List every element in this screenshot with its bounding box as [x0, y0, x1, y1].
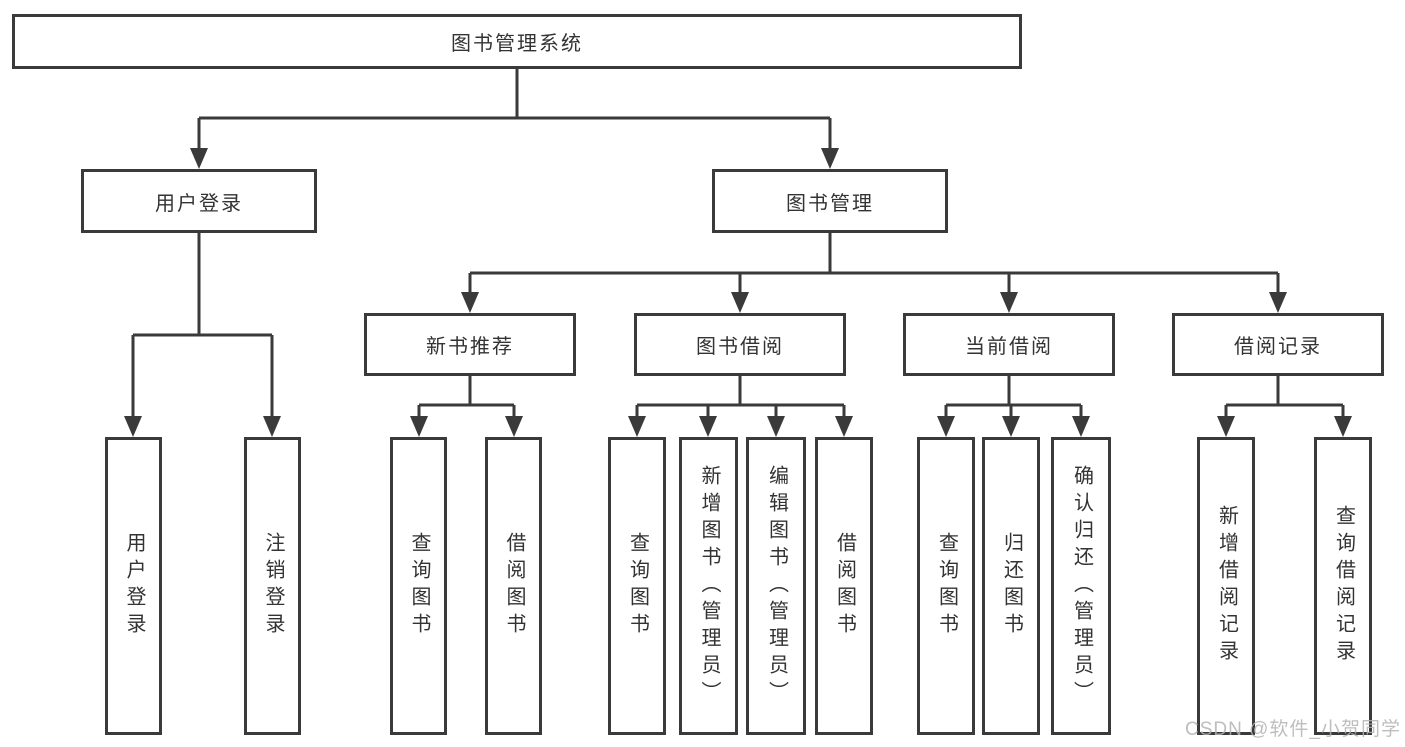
node-query-books-3: 查询图书 — [917, 437, 975, 735]
node-label: 注销登录 — [262, 532, 284, 640]
node-label: 查询借阅记录 — [1332, 505, 1355, 667]
node-label: 图书管理系统 — [451, 33, 583, 55]
node-label: 查询图书 — [935, 532, 958, 640]
csdn-watermark: CSDN @软件_小贺同学 — [1185, 719, 1401, 740]
node-book-borrowing: 图书借阅 — [634, 313, 846, 376]
node-query-borrow-record: 查询借阅记录 — [1314, 437, 1372, 735]
node-label: 用户登录 — [123, 532, 145, 640]
node-label: 借阅记录 — [1234, 336, 1322, 358]
node-label: 归还图书 — [1000, 532, 1023, 640]
node-return-books: 归还图书 — [982, 437, 1040, 735]
node-label: 查询图书 — [626, 532, 649, 640]
node-add-books-admin: 新增图书（管理员） — [679, 437, 738, 735]
node-label: 编辑图书（管理员） — [765, 464, 788, 708]
node-label: 图书管理 — [786, 192, 874, 215]
node-label: 图书借阅 — [696, 336, 784, 358]
node-label: 确认归还（管理员） — [1070, 464, 1093, 708]
node-label: 新书推荐 — [426, 336, 514, 358]
node-label: 用户登录 — [155, 192, 243, 215]
node-label: 当前借阅 — [965, 336, 1053, 358]
node-book-management: 图书管理 — [712, 169, 948, 233]
arrowheads — [124, 148, 1352, 437]
node-label: 新增图书（管理员） — [698, 464, 720, 708]
node-new-book-recommendation: 新书推荐 — [364, 313, 576, 376]
node-library-management-system: 图书管理系统 — [12, 14, 1022, 69]
node-edit-books-admin: 编辑图书（管理员） — [746, 437, 806, 735]
node-query-books-1: 查询图书 — [390, 437, 447, 735]
node-borrow-books-2: 借阅图书 — [815, 437, 873, 735]
node-logout: 注销登录 — [244, 437, 301, 735]
node-confirm-return-admin: 确认归还（管理员） — [1051, 437, 1111, 735]
node-label: 借阅图书 — [503, 532, 525, 640]
node-user-login: 用户登录 — [105, 437, 162, 735]
node-query-books-2: 查询图书 — [608, 437, 666, 735]
node-current-borrowing: 当前借阅 — [903, 313, 1115, 376]
node-user-login-group: 用户登录 — [81, 169, 317, 233]
node-borrowing-records: 借阅记录 — [1172, 313, 1384, 376]
node-borrow-books-1: 借阅图书 — [485, 437, 542, 735]
node-label: 查询图书 — [408, 532, 430, 640]
node-label: 借阅图书 — [833, 532, 856, 640]
node-label: 新增借阅记录 — [1215, 505, 1238, 667]
node-add-borrow-record: 新增借阅记录 — [1197, 437, 1255, 735]
